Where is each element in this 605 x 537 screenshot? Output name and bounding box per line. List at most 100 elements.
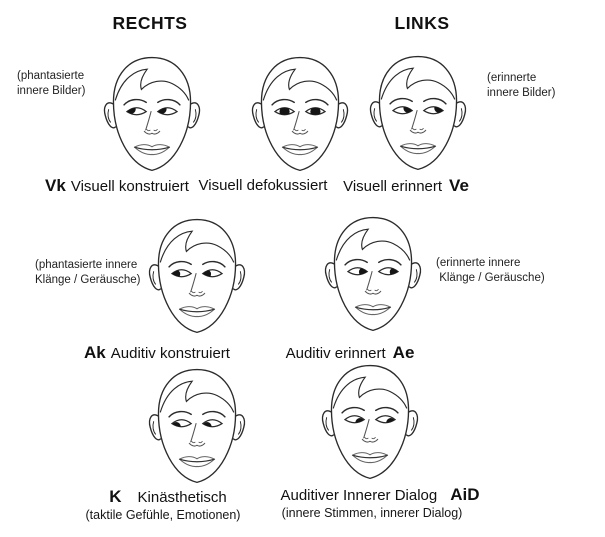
annotation-erinnerte-bilder: (erinnerte innere Bilder) [487, 72, 556, 99]
abbr-ae: Ae [392, 343, 415, 362]
caption-text-vd: Visuell defokussiert [198, 177, 328, 194]
right-ear [405, 410, 419, 437]
hair-line [114, 68, 190, 101]
nose-base [409, 129, 427, 134]
nose-bridge [293, 111, 300, 131]
annotation-erinnerte-klaenge: (erinnerte innere Klänge / Geräusche) [436, 257, 545, 284]
nose-bridge [190, 423, 197, 443]
left-eyebrow [271, 98, 295, 106]
nose-base [188, 442, 206, 447]
left-eyebrow [341, 406, 365, 414]
face-visuell-erinnert [365, 49, 471, 176]
face-visuell-defokussiert [247, 50, 353, 177]
head-outline [333, 216, 413, 332]
left-pupil [403, 106, 413, 113]
right-eyebrow [375, 406, 399, 414]
face-drawing [251, 56, 349, 172]
caption-text-aid: Auditiver Innerer Dialog [280, 487, 438, 504]
right-pupil [310, 107, 321, 115]
left-ear [103, 102, 117, 129]
left-pupil [279, 107, 290, 115]
abbr-aid: AiD [450, 485, 480, 504]
left-eyebrow [168, 260, 192, 268]
face-drawing [103, 56, 201, 172]
caption-text-vk: Visuell konstruiert [70, 178, 189, 195]
face-kinaesthetisch [144, 362, 250, 489]
face-innerer-dialog [317, 358, 423, 485]
subcaption-kinaesthetisch: (taktile Gefühle, Emotionen) [85, 508, 241, 522]
mouth-line [134, 146, 170, 151]
mouth-line [282, 146, 318, 151]
right-pupil [157, 107, 167, 114]
right-ear [232, 264, 246, 291]
mouth-line [179, 458, 215, 463]
nose-bridge [366, 271, 373, 291]
right-eyebrow [157, 98, 181, 106]
left-ear [321, 410, 335, 437]
right-ear [232, 414, 246, 441]
face-drawing [369, 55, 467, 171]
nose-bridge [190, 273, 197, 293]
face-drawing [148, 218, 246, 334]
right-eyebrow [202, 410, 226, 418]
face-auditiv-erinnert [320, 210, 426, 337]
hair-line [380, 67, 456, 100]
nose-bridge [145, 111, 152, 131]
right-eyebrow [378, 258, 402, 266]
caption-text-k: Kinästhetisch [137, 489, 227, 506]
head-outline [378, 55, 458, 171]
left-ear [251, 102, 265, 129]
column-header-links: LINKS [394, 13, 450, 33]
subcaption-innerer-dialog: (innere Stimmen, innerer Dialog) [281, 506, 463, 520]
left-ear [148, 414, 162, 441]
face-auditiv-konstruiert [144, 212, 250, 339]
hair-line [335, 228, 411, 261]
right-ear [335, 102, 349, 129]
head-outline [260, 56, 340, 172]
hair-line [159, 230, 235, 263]
hair-line [159, 380, 235, 413]
nose-bridge [363, 419, 370, 439]
mouth-line [352, 454, 388, 459]
column-header-rechts: RECHTS [112, 13, 188, 33]
nose-base [143, 130, 161, 135]
left-ear [369, 101, 383, 128]
abbr-ve: Ve [449, 176, 469, 195]
face-drawing [324, 216, 422, 332]
caption-visuell-defokussiert: Visuell defokussiert [199, 177, 328, 194]
annotation-phantasierte-klaenge: (phantasierte innere Klänge / Geräusche) [35, 259, 141, 286]
caption-auditiv-erinnert: Auditiv erinnert Ae [286, 343, 415, 363]
nose-bridge [411, 110, 418, 130]
head-outline [157, 218, 237, 334]
mouth-line [179, 308, 215, 313]
abbr-vk: Vk [45, 176, 66, 195]
left-eyebrow [344, 258, 368, 266]
face-drawing [321, 364, 419, 480]
mouth-line [400, 145, 436, 150]
face-visuell-konstruiert [99, 50, 205, 177]
hair-line [262, 68, 338, 101]
head-outline [112, 56, 192, 172]
right-pupil [434, 106, 444, 113]
mouth-line [355, 306, 391, 311]
hair-line [332, 376, 408, 409]
nose-base [188, 292, 206, 297]
nose-base [291, 130, 309, 135]
right-eyebrow [305, 98, 329, 106]
annotation-phantasierte-bilder: (phantasierte innere Bilder) [17, 70, 86, 97]
caption-text-ae: Auditiv erinnert [285, 345, 386, 362]
caption-text-ak: Auditiv konstruiert [110, 345, 230, 362]
nose-base [361, 438, 379, 443]
head-outline [330, 364, 410, 480]
abbr-ak: Ak [84, 343, 106, 362]
left-pupil [126, 107, 136, 114]
caption-innerer-dialog: Auditiver Innerer Dialog AiD [280, 485, 479, 505]
right-ear [187, 102, 201, 129]
left-ear [324, 262, 338, 289]
head-outline [157, 368, 237, 484]
